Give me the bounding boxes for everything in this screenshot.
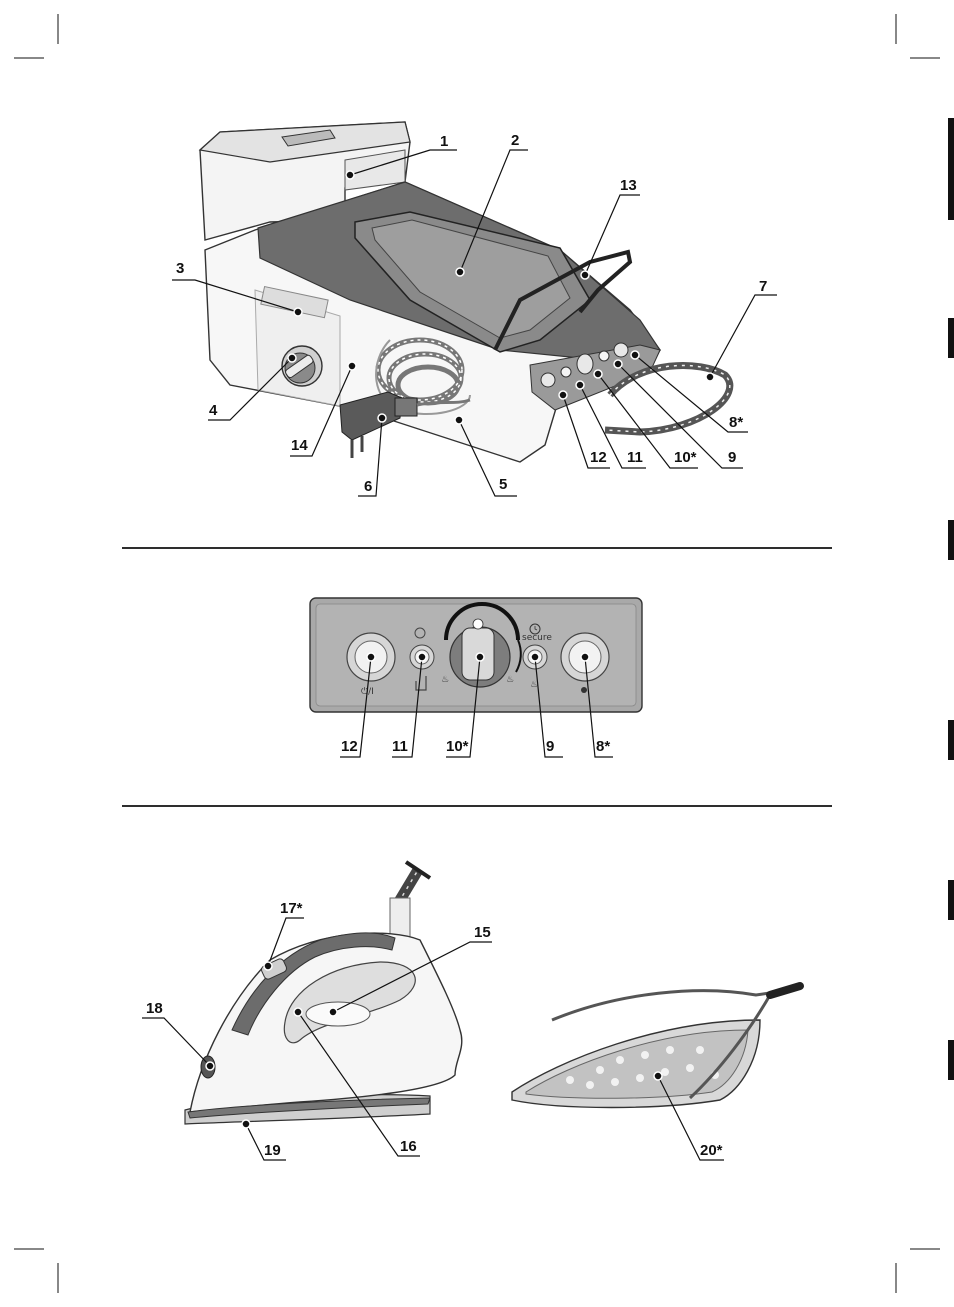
- label-8: 8*: [729, 414, 743, 431]
- label-9: 9: [728, 449, 736, 466]
- label-7: 7: [759, 278, 767, 295]
- label-18: 18: [146, 1000, 163, 1017]
- label-17: 17*: [280, 900, 303, 917]
- panel-label-10: 10*: [446, 738, 469, 755]
- label-19: 19: [264, 1142, 281, 1159]
- side-tabs: [948, 118, 954, 1080]
- label-3: 3: [176, 260, 184, 277]
- crop-marks: [14, 14, 940, 1293]
- svg-text:♨: ♨: [530, 680, 538, 690]
- panel-label-texts: 12 11 10* 9 8*: [341, 738, 610, 755]
- label-14: 14: [291, 437, 308, 454]
- label-4: 4: [209, 402, 218, 419]
- label-5: 5: [499, 476, 507, 493]
- label-6: 6: [364, 478, 372, 495]
- station-leaders: [172, 149, 777, 497]
- label-11: 11: [627, 449, 643, 466]
- iron-leaders: [142, 917, 724, 1161]
- label-13: 13: [620, 177, 637, 194]
- iron-label-texts: 17* 15 18 16 19 20*: [146, 900, 723, 1159]
- label-12: 12: [590, 449, 607, 466]
- panel-label-9: 9: [546, 738, 554, 755]
- label-16: 16: [400, 1138, 417, 1155]
- label-1: 1: [440, 133, 448, 150]
- label-10: 10*: [674, 449, 697, 466]
- panel-label-12: 12: [341, 738, 358, 755]
- station-label-texts: 1 2 13 7 3 4 14 6 5 12 11 10* 9 8*: [176, 132, 767, 495]
- svg-text:♨: ♨: [441, 675, 449, 685]
- label-15: 15: [474, 924, 491, 941]
- svg-text:♨: ♨: [506, 675, 514, 685]
- label-20: 20*: [700, 1142, 723, 1159]
- secure-label: secure: [522, 633, 552, 643]
- label-2: 2: [511, 132, 519, 149]
- panel-leaders: [340, 652, 613, 758]
- panel-label-8: 8*: [596, 738, 610, 755]
- ironing-shoe-illustration: [511, 982, 804, 1109]
- control-panel-illustration: ♨ ♨ secure ♨ ⏻/I: [309, 597, 643, 713]
- iron-illustration: [184, 860, 463, 1125]
- steam-station-illustration: [198, 121, 734, 463]
- panel-label-11: 11: [392, 738, 408, 755]
